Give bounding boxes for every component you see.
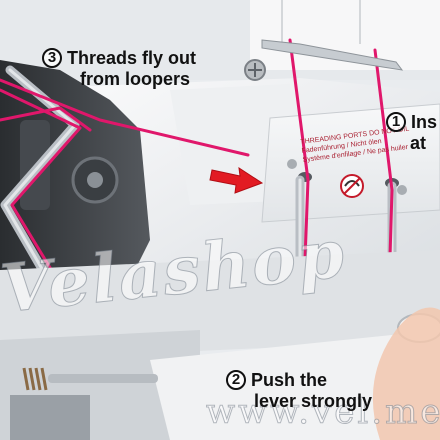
watermark-url: www.vel.me [205,392,440,433]
thread-guide-bar [261,39,404,71]
step-number-badge: 2 [226,370,246,391]
insert-arrow-icon [209,166,264,194]
step-number-badge: 1 [386,112,406,133]
front-plate [0,250,440,360]
callout-step-3-line-1: Threads fly out [67,48,197,68]
callout-step-1-line-1: Ins [411,112,438,132]
step-number-badge: 3 [42,48,62,69]
callout-step-3-line-2: from loopers [80,68,191,89]
callout-step-2-line-1: Push the [251,370,328,390]
callout-step-1-line-2: at [410,132,427,153]
spring-icon [22,367,48,391]
finger [372,307,440,440]
callout-step-2-line-2: lever strongly [254,390,373,411]
lever [150,330,440,440]
